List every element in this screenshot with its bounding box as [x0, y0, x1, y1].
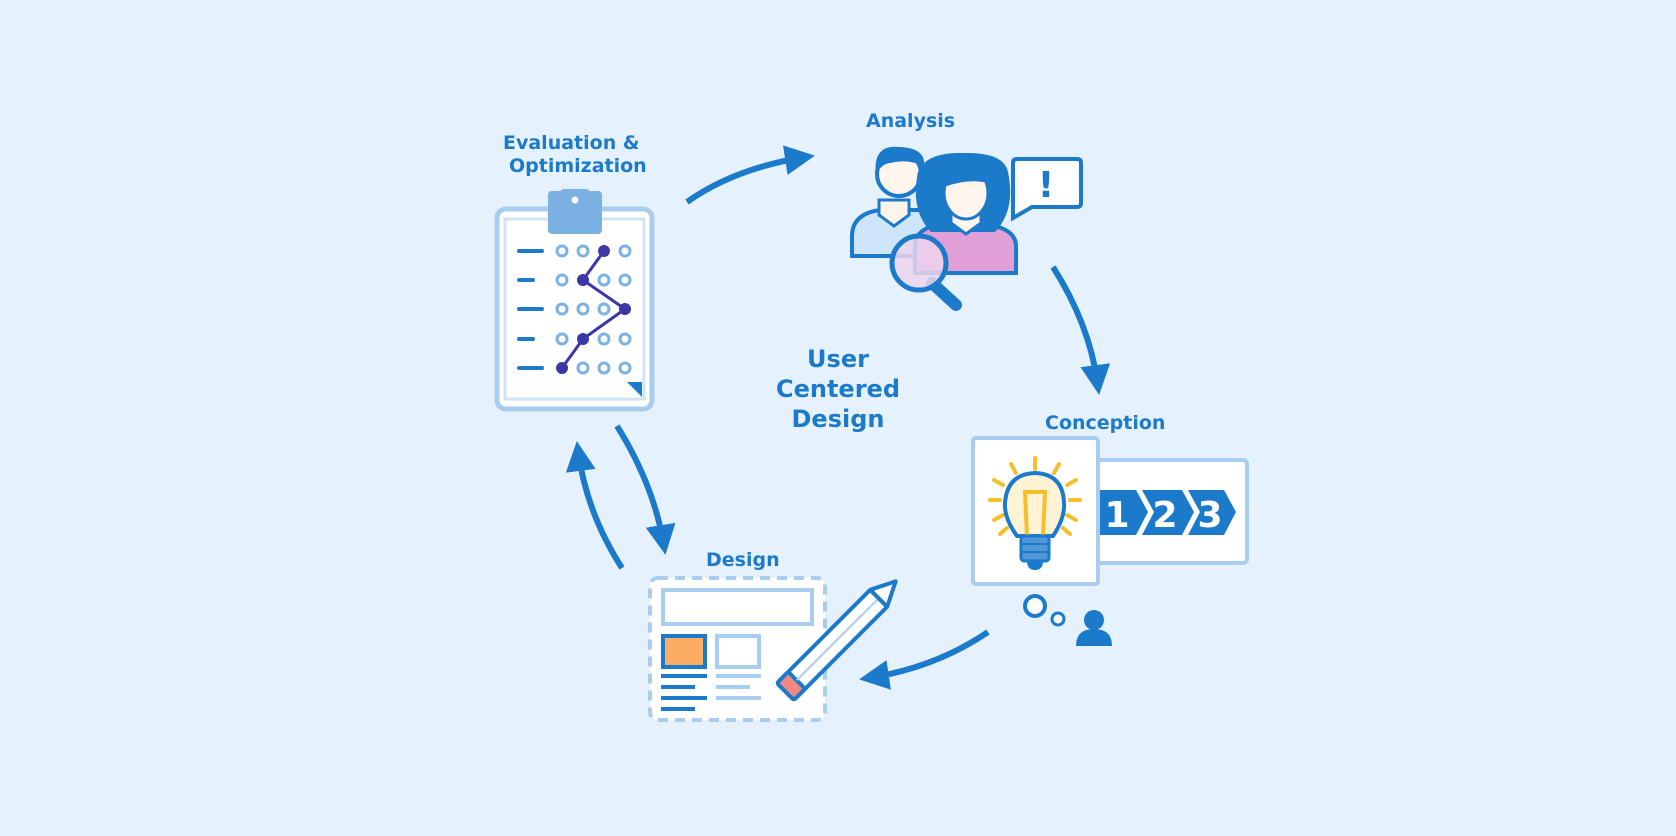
step-number-3: 3 [1197, 495, 1222, 536]
step-number-1: 1 [1104, 495, 1129, 536]
cycle-arrows [565, 145, 1111, 690]
arrow-eval-to-analysis [685, 145, 815, 205]
label-evaluation-line2: Optimization [509, 155, 647, 177]
thought-bubble-large [1023, 594, 1047, 618]
arrow-eval-to-design [614, 424, 676, 555]
wireframe-pencil-icon [648, 576, 898, 722]
lightbulb-steps-icon: 1 2 3 [971, 436, 1249, 646]
label-design: Design [706, 549, 780, 571]
arrow-analysis-to-conception [1050, 265, 1111, 395]
center-title-line3: Design [791, 405, 885, 433]
center-title-line1: User [807, 345, 869, 373]
label-analysis: Analysis [866, 110, 956, 132]
users-magnifier-icon [850, 146, 1018, 311]
label-conception: Conception [1045, 412, 1166, 434]
step-chevron-1 [1099, 490, 1148, 535]
arrow-design-to-eval [565, 441, 625, 570]
exclamation-mark: ! [1038, 165, 1054, 206]
center-title: User Centered Design [738, 344, 938, 434]
step-number-2: 2 [1152, 495, 1177, 536]
person-silhouette-icon [1076, 610, 1112, 646]
thought-bubble-small [1050, 611, 1066, 627]
center-title-line2: Centered [775, 375, 901, 403]
label-evaluation-optimization: Evaluation & Optimization [503, 132, 647, 178]
step-chevron-2 [1142, 490, 1194, 535]
step-chevron-3 [1188, 490, 1236, 535]
speech-bubble-icon: ! [1011, 157, 1083, 222]
label-evaluation-line1: Evaluation & [503, 132, 640, 154]
arrow-conception-to-design [859, 629, 990, 690]
clipboard-chart-icon [494, 189, 655, 412]
